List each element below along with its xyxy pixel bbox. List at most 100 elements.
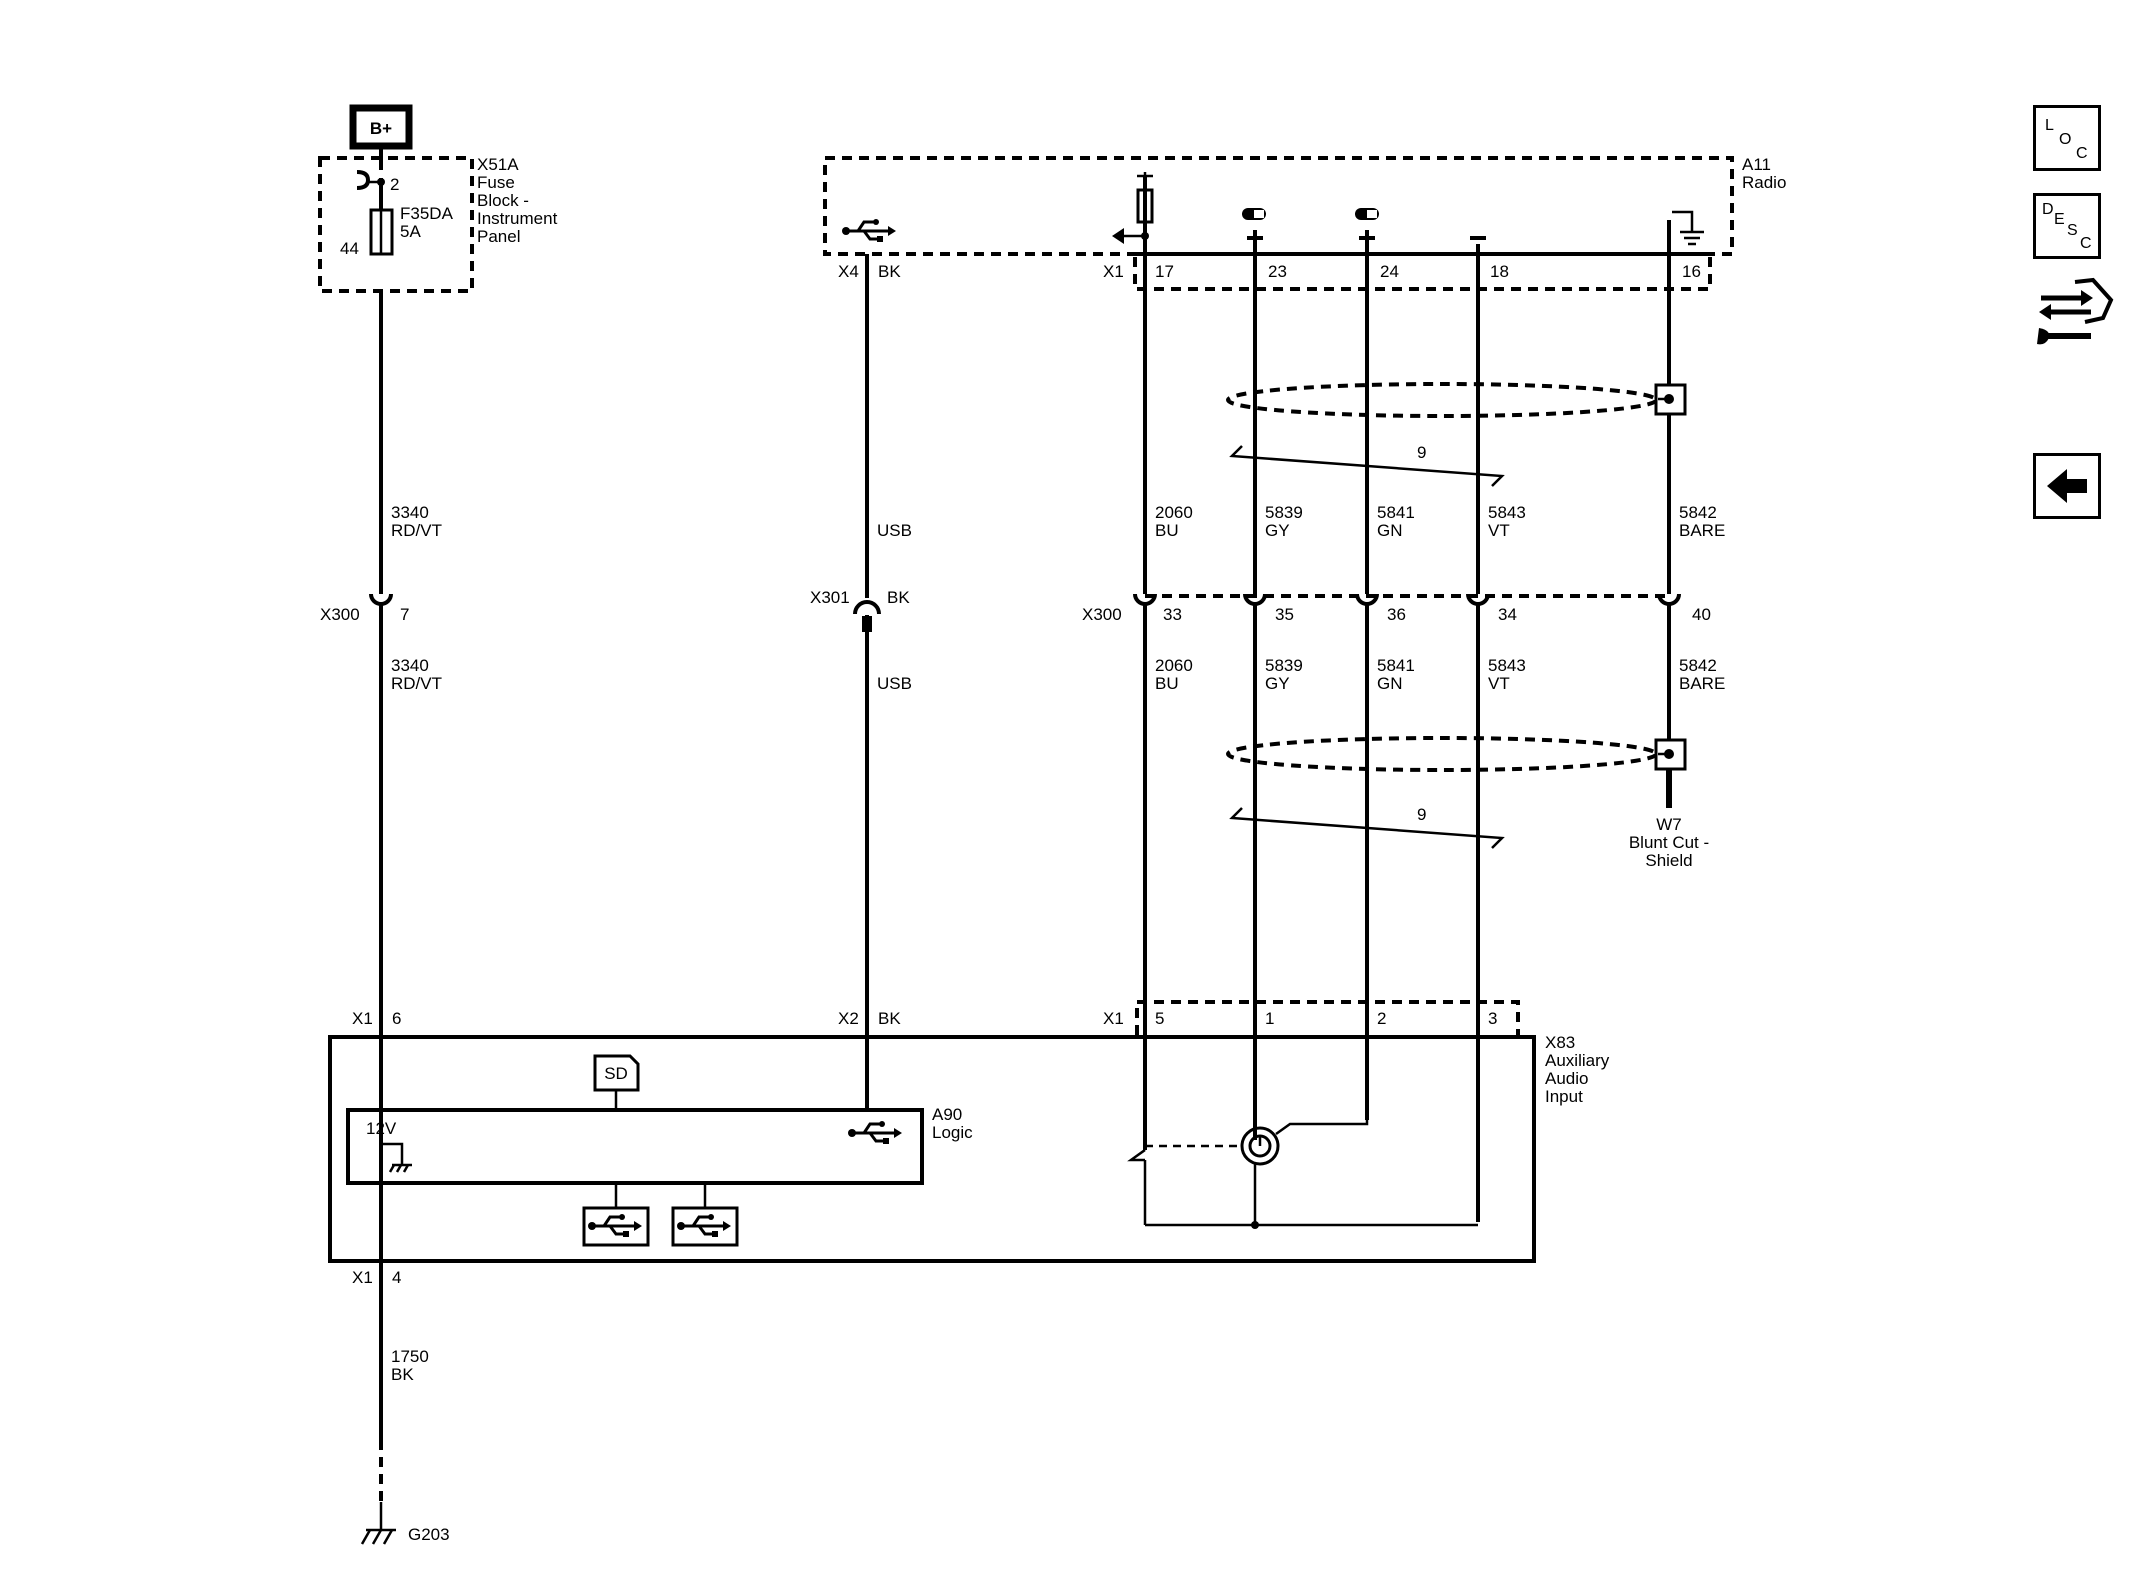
wire-color: VT bbox=[1488, 521, 1510, 540]
twist-count-lower: 9 bbox=[1417, 805, 1426, 824]
shield-upper: 9 bbox=[1226, 382, 1687, 487]
usb-port-icon-2 bbox=[671, 1183, 739, 1247]
wire-circuit: 5843 bbox=[1488, 656, 1526, 675]
wire-circuit: USB bbox=[877, 674, 912, 693]
audio-plus-icon-2 bbox=[1355, 208, 1379, 246]
back-button[interactable] bbox=[2033, 453, 2101, 519]
fuse-pin-icon bbox=[356, 170, 371, 190]
x300-pin-35: 35 bbox=[1275, 605, 1294, 624]
fuse-pin-out: 44 bbox=[340, 239, 359, 258]
wire-color: BARE bbox=[1679, 521, 1725, 540]
logic-ref: A90 bbox=[932, 1105, 962, 1124]
x301-color: BK bbox=[887, 588, 910, 607]
wire-color: BU bbox=[1155, 521, 1179, 540]
shield-lower: 9 bbox=[1226, 736, 1687, 849]
aux-pin-6: 6 bbox=[392, 1009, 401, 1028]
loc-letter: L bbox=[2045, 117, 2054, 134]
fuse-block-x51a[interactable]: B+ 2 44 F35DA 5A X51A Fuse Block - Instr… bbox=[318, 104, 558, 293]
back-arrow-icon bbox=[2047, 469, 2087, 503]
wire-color: VT bbox=[1488, 674, 1510, 693]
sd-card-icon: SD bbox=[593, 1054, 640, 1110]
desc-button[interactable]: D E S C bbox=[2033, 193, 2101, 259]
radio-pin-16: 16 bbox=[1682, 262, 1701, 281]
x300-pin-33: 33 bbox=[1163, 605, 1182, 624]
aux-audio-input-x83[interactable]: X83 Auxiliary Audio Input X1 6 X2 BK X1 … bbox=[328, 1000, 1610, 1287]
wire-color: BARE bbox=[1679, 674, 1725, 693]
wire-circuit: 3340 bbox=[391, 503, 429, 522]
desc-letter: D bbox=[2042, 201, 2054, 218]
wrench-arrows-icon[interactable] bbox=[2035, 276, 2115, 350]
inline-connector-x300[interactable]: X300 7 X300 33 35 36 34 40 bbox=[320, 592, 1711, 624]
svg-text:SD: SD bbox=[604, 1064, 628, 1083]
aux-name-3: Input bbox=[1545, 1087, 1583, 1106]
b-plus-label: B+ bbox=[370, 119, 392, 138]
audio-jack-icon bbox=[1127, 1120, 1478, 1229]
wire-circuit: 2060 bbox=[1155, 503, 1193, 522]
loc-letter: C bbox=[2076, 145, 2088, 162]
shield-name-2: Shield bbox=[1645, 851, 1692, 870]
aux-pin-5: 5 bbox=[1155, 1009, 1164, 1028]
wire-circuit: 5843 bbox=[1488, 503, 1526, 522]
wire-circuit: 3340 bbox=[391, 656, 429, 675]
fuse-block-name-3: Instrument bbox=[477, 209, 558, 228]
wire-circuit: 5842 bbox=[1679, 656, 1717, 675]
desc-letter: C bbox=[2080, 235, 2092, 252]
radio-pin-17: 17 bbox=[1155, 262, 1174, 281]
ground-g203[interactable]: 1750 BK G203 bbox=[360, 1347, 450, 1545]
inline-connector-x301[interactable]: X301 BK bbox=[810, 588, 910, 632]
wire-circuit: USB bbox=[877, 521, 912, 540]
wire-circuit: 2060 bbox=[1155, 656, 1193, 675]
x300-pin-40: 40 bbox=[1692, 605, 1711, 624]
fuse-block-name-1: Fuse bbox=[477, 173, 515, 192]
shield-w7[interactable]: W7 Blunt Cut - Shield bbox=[1629, 815, 1709, 870]
x300-pin-7: 7 bbox=[400, 605, 409, 624]
aux-pin-3: 3 bbox=[1488, 1009, 1497, 1028]
usb-icon bbox=[840, 217, 898, 244]
x300-pin-36: 36 bbox=[1387, 605, 1406, 624]
aux-name-2: Audio bbox=[1545, 1069, 1588, 1088]
x301-ref: X301 bbox=[810, 588, 850, 607]
aux-pin-2: 2 bbox=[1377, 1009, 1386, 1028]
connector-icon bbox=[369, 592, 393, 606]
aux-x1-bottom: X1 bbox=[352, 1268, 373, 1287]
fuse-block-name-4: Panel bbox=[477, 227, 520, 246]
radio-name: Radio bbox=[1742, 173, 1786, 192]
wire-color: GN bbox=[1377, 521, 1403, 540]
radio-ref: A11 bbox=[1742, 155, 1771, 174]
radio-usb-connector: X4 bbox=[838, 262, 859, 281]
logic-module-a90[interactable]: A90 Logic 12V SD bbox=[346, 1054, 973, 1247]
wire-labels-lower: 3340 RD/VT USB 2060 BU 5839 GY 5841 GN 5… bbox=[391, 656, 1725, 693]
wire-circuit: 5839 bbox=[1265, 503, 1303, 522]
ground-icon bbox=[1672, 210, 1704, 246]
radio-usb-color: BK bbox=[878, 262, 901, 281]
x300-ref-left: X300 bbox=[320, 605, 360, 624]
chassis-ground-icon bbox=[381, 1142, 412, 1173]
x300-pin-34: 34 bbox=[1498, 605, 1517, 624]
wire-circuit: 5842 bbox=[1679, 503, 1717, 522]
wire-circuit: 5841 bbox=[1377, 656, 1415, 675]
loc-button[interactable]: L O C bbox=[2033, 105, 2101, 171]
radio-pin-24: 24 bbox=[1380, 262, 1399, 281]
twist-count-upper: 9 bbox=[1417, 443, 1426, 462]
wire-circuit: 5841 bbox=[1377, 503, 1415, 522]
wire-color: GY bbox=[1265, 521, 1290, 540]
logic-name: Logic bbox=[932, 1123, 973, 1142]
wires bbox=[379, 176, 1672, 1502]
x300-ref-right: X300 bbox=[1082, 605, 1122, 624]
radio-pin-18: 18 bbox=[1490, 262, 1509, 281]
shield-name-1: Blunt Cut - bbox=[1629, 833, 1709, 852]
fuse-block-ref: X51A bbox=[477, 155, 519, 174]
shield-ref: W7 bbox=[1656, 815, 1682, 834]
radio-a11[interactable]: A11 Radio X4 BK X1 17 23 24 18 16 bbox=[823, 155, 1786, 291]
usb-port-icon-1 bbox=[582, 1183, 650, 1247]
aux-x1-left: X1 bbox=[352, 1009, 373, 1028]
fuse-block-name-2: Block - bbox=[477, 191, 529, 210]
aux-pin-1: 1 bbox=[1265, 1009, 1274, 1028]
fuse-pin-in: 2 bbox=[390, 175, 399, 194]
aux-x2-color: BK bbox=[878, 1009, 901, 1028]
aux-pin-4: 4 bbox=[392, 1268, 401, 1287]
ground-color: BK bbox=[391, 1365, 414, 1384]
radio-x1-label: X1 bbox=[1103, 262, 1124, 281]
aux-ref: X83 bbox=[1545, 1033, 1575, 1052]
wire-labels-upper: 3340 RD/VT USB 2060 BU 5839 GY 5841 GN 5… bbox=[391, 503, 1725, 540]
